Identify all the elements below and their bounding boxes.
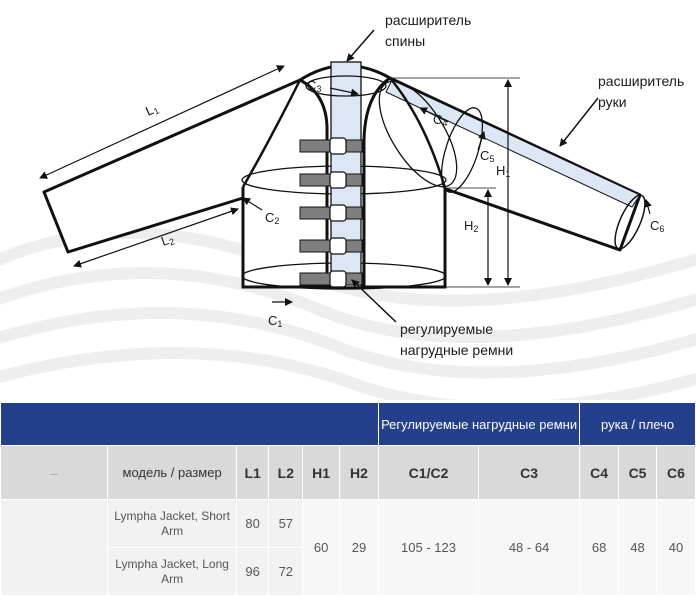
col-header-l1: L1	[235, 445, 270, 500]
neck-ring	[305, 75, 387, 97]
shoulder-ring	[378, 80, 458, 188]
col-header-c5: C5	[618, 445, 657, 500]
col-header-h2: H2	[338, 445, 380, 500]
model-name-cell: Lympha Jacket, Short Arm	[107, 499, 237, 548]
jacket-diagram: расширитель спины расширитель руки регул…	[0, 12, 696, 400]
sleeve-cuff-ring	[614, 194, 646, 250]
row-blank	[0, 499, 109, 596]
corner-cell: –	[0, 445, 109, 500]
model-name-cell: Lympha Jacket, Long Arm	[107, 547, 237, 596]
table-group-row: Регулируемые нагрудные ремни рука / плеч…	[0, 402, 696, 446]
left-armhole	[299, 78, 329, 133]
label-h1: H1	[496, 163, 510, 179]
arm-extender-strip	[385, 79, 641, 208]
table-header-row: – модель / размер L1 L2 H1 H2 C1/C2 C3 C…	[0, 445, 696, 500]
label-c3: C3	[307, 78, 321, 94]
size-table: Регулируемые нагрудные ремни рука / плеч…	[0, 402, 696, 596]
col-header-c3: C3	[478, 445, 581, 500]
label-c5: C5	[480, 148, 494, 164]
label-c4: C4	[433, 112, 447, 128]
cell-c3: 48 - 64	[478, 499, 581, 596]
cell-h2: 29	[338, 499, 380, 596]
col-header-c4: C4	[579, 445, 620, 500]
group-arm-header: рука / плечо	[579, 402, 696, 446]
table-row: Lympha Jacket, Long Arm 96 72	[1, 547, 696, 596]
label-c1: C1	[268, 313, 282, 329]
label-h2: H2	[464, 218, 478, 234]
chest-straps-label: регулируемые нагрудные ремни	[400, 321, 513, 358]
cell-c5: 48	[618, 499, 657, 596]
col-header-c6: C6	[655, 445, 696, 500]
col-header-l2: L2	[268, 445, 304, 500]
cell-c4: 68	[579, 499, 620, 596]
cell-h1: 60	[302, 499, 340, 596]
label-l2: L2	[159, 231, 176, 250]
cell-c1c2: 105 - 123	[378, 499, 480, 596]
cell-l1: 80	[235, 499, 270, 548]
cell-l2: 57	[268, 499, 304, 548]
back-extender-label: расширитель спины	[385, 12, 475, 49]
col-header-h1: H1	[302, 445, 340, 500]
cell-l1: 96	[235, 547, 270, 596]
strap-buckles	[329, 137, 347, 288]
model-size-header: модель / размер	[107, 445, 237, 500]
label-c6: C6	[650, 218, 664, 234]
upper-arm-ring	[440, 107, 484, 193]
arm-extender-label: расширитель руки	[598, 73, 688, 110]
label-l1: L1	[143, 100, 161, 120]
right-shoulder-seam	[389, 77, 447, 189]
cell-l2: 72	[268, 547, 304, 596]
leader-lines	[346, 29, 599, 323]
band-blank	[0, 402, 380, 446]
group-straps-header: Регулируемые нагрудные ремни	[378, 402, 581, 446]
dimension-lines	[39, 65, 652, 306]
col-header-c1c2: C1/C2	[378, 445, 480, 500]
table-row: Lympha Jacket, Short Arm 80 57 60 29 105…	[0, 499, 696, 596]
right-armhole	[362, 76, 391, 141]
cell-c6: 40	[655, 499, 696, 596]
label-c2: C2	[265, 210, 279, 226]
